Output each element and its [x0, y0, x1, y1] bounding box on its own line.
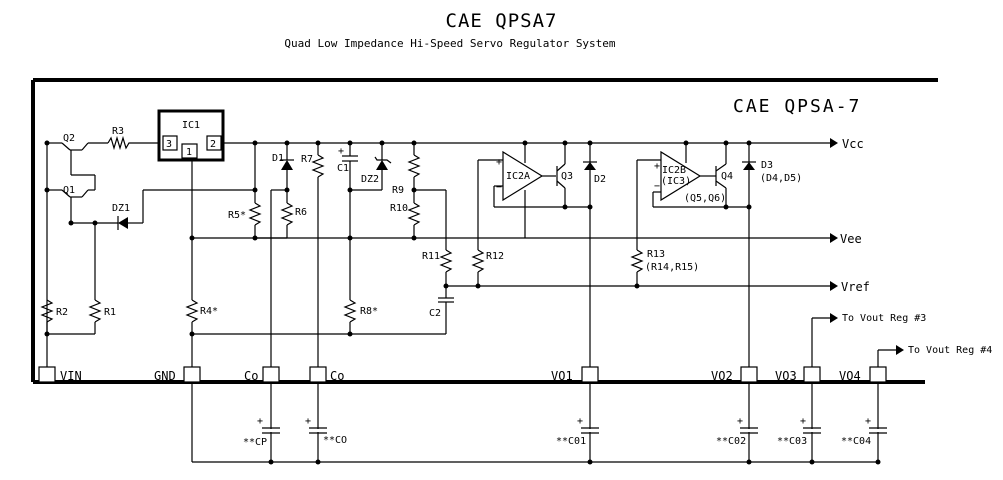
d2-label: D2	[594, 174, 606, 185]
board-name: CAE QPSA-7	[733, 96, 861, 117]
co-plus: +	[305, 416, 311, 427]
vee-rail	[192, 233, 838, 243]
pin-vin-label: VIN	[60, 369, 82, 383]
ic2b-plus: +	[654, 161, 660, 172]
servo-channel-2	[630, 143, 756, 462]
co3-plus: +	[800, 416, 806, 427]
co3-label: **C03	[777, 436, 807, 447]
ic1-pin3: 3	[166, 139, 172, 150]
ic1-pin2: 2	[210, 139, 216, 150]
q4-alt-label: (Q5,Q6)	[684, 193, 726, 204]
pin-vo4-label: VO4	[839, 369, 861, 383]
ic2b-minus: −	[654, 181, 660, 192]
pin-vo1-label: VO1	[551, 369, 573, 383]
servo-channel-1	[478, 143, 597, 462]
pin-vo3-label: VO3	[775, 369, 797, 383]
ic2b-alt-label: (IC3)	[661, 176, 691, 187]
board-outline	[31, 78, 938, 384]
q3-label: Q3	[561, 171, 573, 182]
vref-rail	[446, 281, 838, 291]
r2-label: R2	[56, 307, 68, 318]
pin-gnd-label: GND	[154, 369, 176, 383]
output-arrows	[811, 313, 904, 367]
co-label: **CO	[323, 435, 347, 446]
co2-label: **C02	[716, 436, 746, 447]
input-wiring	[40, 135, 255, 367]
co1-plus: +	[577, 416, 583, 427]
q1-label: Q1	[63, 185, 75, 196]
c2-label: C2	[429, 308, 441, 319]
r7	[311, 143, 325, 462]
r12-label: R12	[486, 251, 504, 262]
pin-vo2-label: VO2	[711, 369, 733, 383]
ic2a-label: IC2A	[506, 171, 530, 182]
r13-label: R13	[647, 249, 665, 260]
vcc-rail	[220, 138, 838, 148]
connector-pins	[38, 366, 887, 383]
to-reg3-label: To Vout Reg #3	[842, 313, 926, 324]
co4-label: **C04	[841, 436, 871, 447]
ic1-regulator	[157, 109, 225, 162]
schematic-title: CAE QPSA7	[445, 10, 558, 32]
r4-label: R4*	[200, 306, 218, 317]
q4-label: Q4	[721, 171, 733, 182]
r5-r6-d1	[248, 143, 294, 462]
cp-plus: +	[257, 416, 263, 427]
r3-label: R3	[112, 126, 124, 137]
r1-label: R1	[104, 307, 116, 318]
ic2a-minus: −	[496, 182, 502, 193]
external-capacitors	[262, 382, 887, 462]
q2-label: Q2	[63, 133, 75, 144]
r5-label: R5*	[228, 210, 246, 221]
r9-label: R9	[392, 185, 404, 196]
cp-label: **CP	[243, 437, 267, 448]
d3-label: D3	[761, 160, 773, 171]
to-reg4-label: To Vout Reg #4	[908, 345, 992, 356]
co4-plus: +	[865, 416, 871, 427]
r11-label: R11	[422, 251, 440, 262]
ic1-pin1: 1	[186, 147, 192, 158]
dz1-label: DZ1	[112, 203, 130, 214]
d3-alt-label: (D4,D5)	[760, 173, 802, 184]
co1-label: **C01	[556, 436, 586, 447]
dz2-label: DZ2	[361, 174, 379, 185]
ic2a-plus: +	[496, 157, 502, 168]
pin-co2-label: Co	[330, 369, 344, 383]
ic1-label: IC1	[182, 120, 200, 131]
r6-label: R6	[295, 207, 307, 218]
r8-label: R8*	[360, 306, 378, 317]
c1-label: C1	[337, 163, 349, 174]
schematic-subtitle: Quad Low Impedance Hi-Speed Servo Regula…	[284, 37, 616, 50]
pin-co1-label: Co	[244, 369, 258, 383]
junction-dots	[44, 140, 881, 465]
r13-alt-label: (R14,R15)	[645, 262, 699, 273]
c1-plus: +	[338, 146, 344, 157]
vee-label: Vee	[840, 232, 862, 246]
co2-plus: +	[737, 416, 743, 427]
vcc-label: Vcc	[842, 137, 864, 151]
d1-label: D1	[272, 153, 284, 164]
ic2b-label: IC2B	[662, 165, 686, 176]
r7-label: R7	[301, 154, 313, 165]
vref-label: Vref	[841, 280, 870, 294]
r10-label: R10	[390, 203, 408, 214]
gnd-wiring	[185, 158, 878, 463]
